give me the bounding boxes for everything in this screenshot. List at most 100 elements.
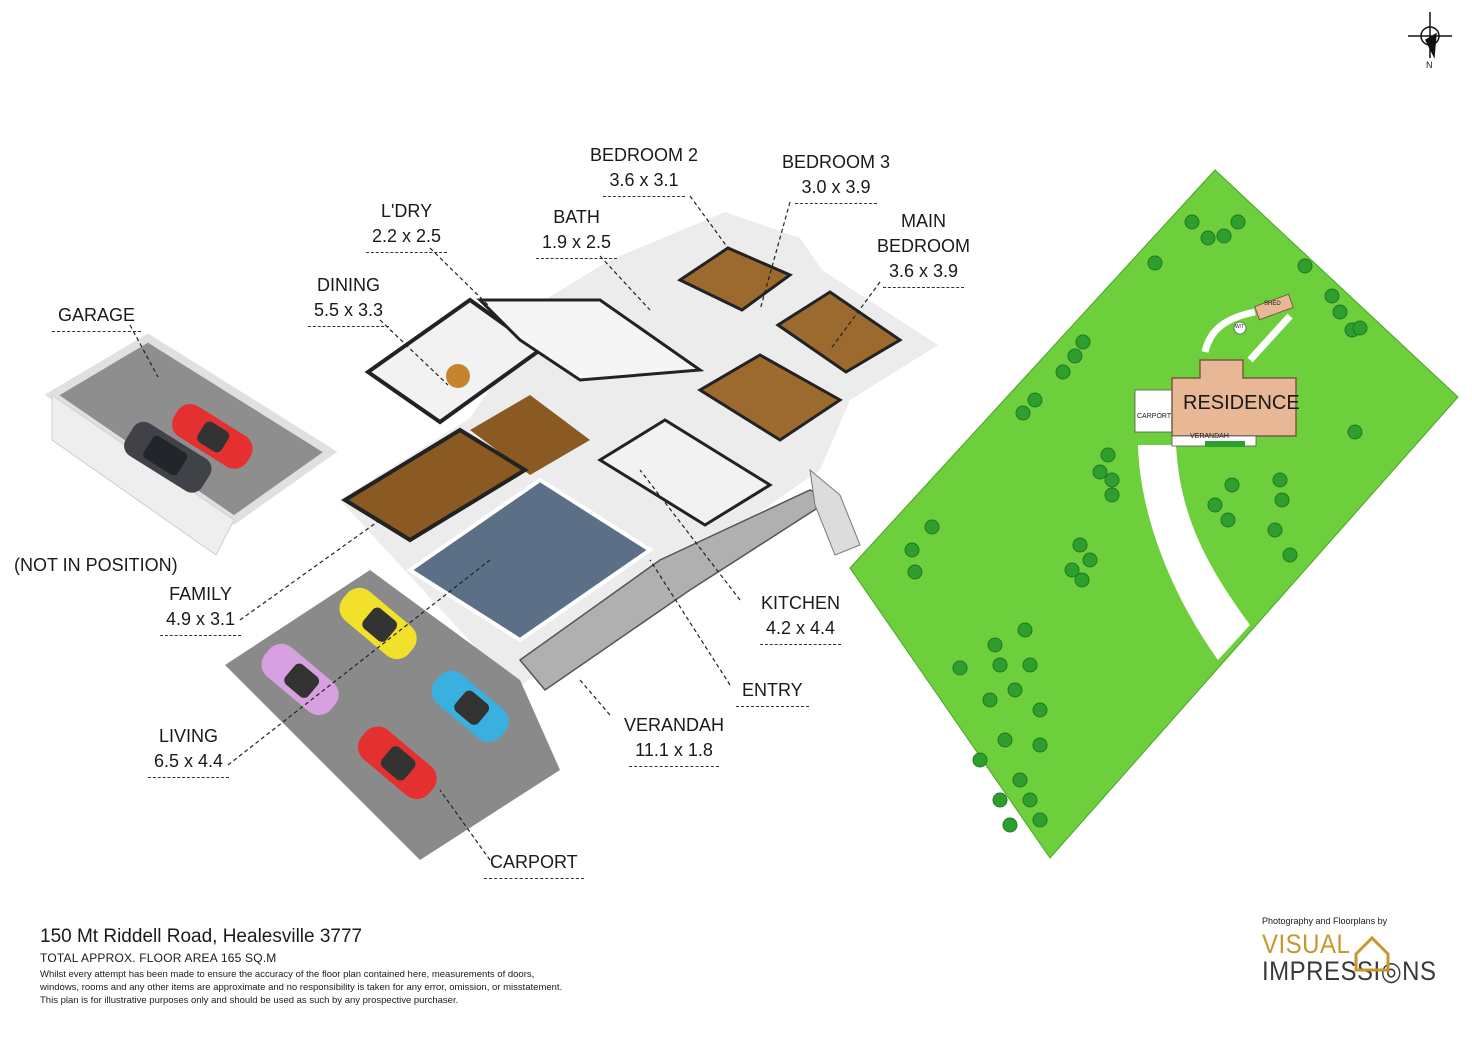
site-shed (1254, 293, 1294, 321)
site-verandah-steps (1205, 441, 1245, 447)
site-water-tank-label: W/T (1235, 324, 1245, 330)
disclaimer: Whilst every attempt has been made to en… (40, 968, 630, 1007)
site-verandah-label: VERANDAH (1190, 433, 1229, 440)
label-kitchen: KITCHEN 4.2 x 4.4 (760, 591, 842, 645)
garage-block (44, 333, 338, 556)
tree-icon (1015, 405, 1031, 421)
dining-name: DINING (317, 275, 381, 295)
label-carport: CARPORT (484, 850, 584, 879)
verandah-stairs (809, 468, 861, 556)
tree-icon (1324, 288, 1340, 304)
tree-icon (924, 519, 940, 535)
brand-logo-line2: IMPRESSI◎NS (1262, 957, 1437, 987)
site-shed-label: SHED (1264, 301, 1281, 307)
tree-icon (1072, 537, 1088, 553)
tree-icon (1067, 348, 1083, 364)
label-verandah: VERANDAH 11.1 x 1.8 (624, 713, 724, 767)
tree-icon (982, 692, 998, 708)
tree-icon (1032, 702, 1048, 718)
label-leaders (129, 195, 881, 861)
hall-floor (470, 395, 590, 475)
bath-name: BATH (553, 207, 600, 227)
label-garage-note: (NOT IN POSITION) (14, 553, 178, 578)
label-bedroom3: BEDROOM 3 3.0 x 3.9 (782, 150, 890, 204)
site-driveway (1138, 445, 1250, 660)
bedroom2-dim: 3.6 x 3.1 (603, 168, 685, 197)
tree-icon (1282, 547, 1298, 563)
tree-icon (1272, 472, 1288, 488)
tree-icon (1184, 214, 1200, 230)
disclaimer-line-2: windows, rooms and any other items are a… (40, 982, 563, 993)
main-bedroom-name-1: MAIN (901, 211, 946, 231)
tree-icon (1267, 522, 1283, 538)
carport-car-yellow (339, 587, 417, 660)
site-trees (904, 214, 1368, 833)
tree-icon (1064, 562, 1080, 578)
tree-icon (1022, 657, 1038, 673)
tree-icon (1092, 464, 1108, 480)
tree-icon (1017, 622, 1033, 638)
family-floor (341, 427, 529, 543)
living-dim: 6.5 x 4.4 (148, 749, 230, 778)
tree-icon (992, 792, 1008, 808)
garage-car-red (171, 403, 253, 469)
verandah-name: VERANDAH (624, 715, 725, 735)
label-family: FAMILY 4.9 x 3.1 (160, 582, 242, 636)
tree-icon (1012, 772, 1028, 788)
tree-icon (1032, 812, 1048, 828)
tree-icon (1200, 230, 1216, 246)
site-path (1201, 308, 1256, 353)
carport-car-blue (431, 670, 509, 743)
tree-icon (1216, 228, 1232, 244)
bedroom3-dim: 3.0 x 3.9 (795, 175, 877, 204)
tree-icon (1332, 304, 1348, 320)
disclaimer-line-3: This plan is for illustrative purposes o… (40, 995, 459, 1006)
tree-icon (1274, 492, 1290, 508)
tree-icon (952, 660, 968, 676)
living-floor (406, 477, 654, 643)
tree-icon (992, 657, 1008, 673)
property-address: 150 Mt Riddell Road, Healesville 3777 (40, 926, 363, 947)
garage-car-black (124, 421, 212, 493)
brand-house-icon (1354, 935, 1390, 972)
garage-note: (NOT IN POSITION) (14, 555, 178, 575)
tree-icon (1007, 682, 1023, 698)
main-bedroom-name-2: BEDROOM (877, 236, 971, 256)
entry-name: ENTRY (736, 678, 809, 707)
brand-logo-line1: VISUAL (1262, 930, 1351, 960)
tree-icon (1220, 512, 1236, 528)
compass-icon (1408, 12, 1452, 59)
family-name: FAMILY (169, 584, 232, 604)
site-water-tank (1233, 321, 1247, 335)
site-residence-label: RESIDENCE (1183, 392, 1300, 414)
tree-icon (1104, 472, 1120, 488)
bedroom3-floor (775, 290, 903, 374)
tree-icon (1075, 334, 1091, 350)
label-bath: BATH 1.9 x 2.5 (536, 205, 618, 259)
tree-icon (997, 732, 1013, 748)
main-bedroom-dim: 3.6 x 3.9 (882, 259, 965, 288)
tree-icon (907, 564, 923, 580)
laundry-dim: 2.2 x 2.5 (366, 224, 448, 253)
carport-car-red (357, 726, 437, 800)
label-entry: ENTRY (736, 678, 809, 707)
dining-dim: 5.5 x 3.3 (308, 298, 390, 327)
laundry-name: L'DRY (380, 201, 433, 221)
label-dining: DINING 5.5 x 3.3 (308, 273, 390, 327)
family-dim: 4.9 x 3.1 (160, 607, 242, 636)
tree-icon (1207, 497, 1223, 513)
main-bedroom-floor (697, 353, 843, 442)
carport-slab (225, 570, 560, 860)
tree-icon (1082, 552, 1098, 568)
carport-block (225, 570, 560, 860)
tree-icon (1100, 447, 1116, 463)
tree-icon (904, 542, 920, 558)
bath-dim: 1.9 x 2.5 (536, 230, 618, 259)
tree-icon (1074, 572, 1090, 588)
label-living: LIVING 6.5 x 4.4 (148, 724, 230, 778)
bedroom2-name: BEDROOM 2 (590, 145, 699, 165)
site-carport (1134, 389, 1174, 433)
carport-name: CARPORT (484, 850, 584, 879)
